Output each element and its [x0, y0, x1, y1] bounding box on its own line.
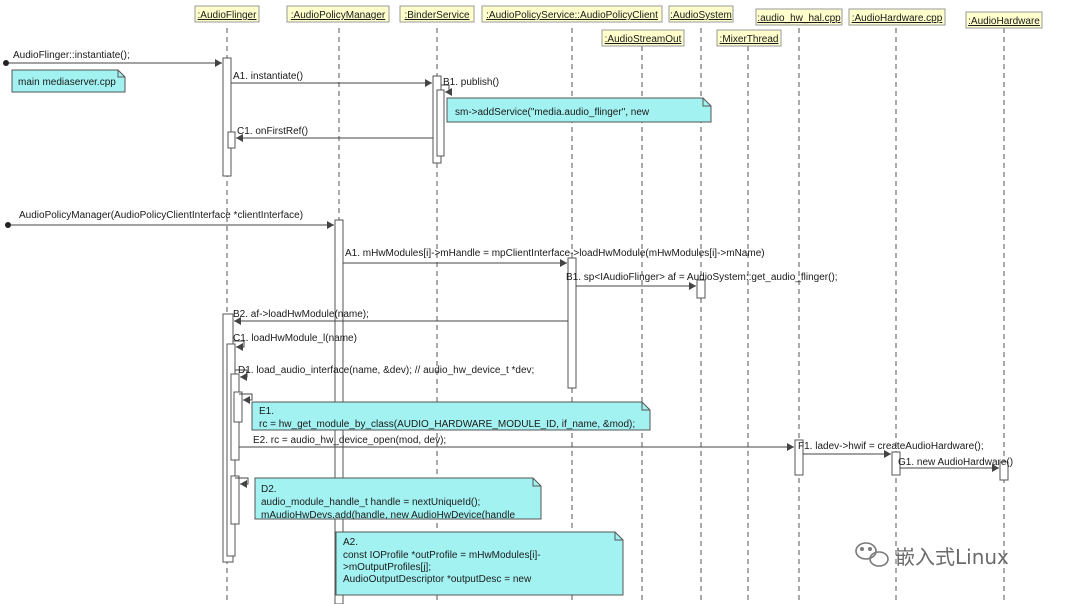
- activation-audiohardware-1: [999, 461, 1009, 481]
- participant-audiostreamout[interactable]: :AudioStreamOut: [601, 29, 685, 47]
- wechat-icon: [855, 542, 889, 567]
- svg-text:main mediaserver.cpp: main mediaserver.cpp: [18, 77, 116, 88]
- activation-binderservice-2: [436, 89, 445, 157]
- message-arrow-d2-next-unique-id: [235, 477, 249, 488]
- svg-text::AudioFlinger: :AudioFlinger: [198, 10, 258, 21]
- found-message-dot-1: [3, 60, 9, 66]
- message-labels: AudioFlinger::instantiate(); A1. instant…: [13, 50, 1013, 468]
- participant-audiopolicyclient[interactable]: :AudioPolicyService::AudioPolicyClient: [481, 5, 663, 23]
- svg-text:audio_module_handle_t handle =: audio_module_handle_t handle = nextUniqu…: [261, 497, 480, 508]
- svg-text::AudioHardware.cpp: :AudioHardware.cpp: [852, 13, 943, 24]
- svg-text::AudioPolicyService::AudioPoli: :AudioPolicyService::AudioPolicyClient: [486, 10, 658, 21]
- message-label-e2-device-open: E2. rc = audio_hw_device_open(mod, dev);: [253, 435, 446, 446]
- activation-bars: [222, 57, 1009, 604]
- activation-audio-hw-hal-1: [794, 439, 804, 476]
- svg-text:const IOProfile *outProfile =: const IOProfile *outProfile = mHwModules…: [343, 550, 541, 561]
- activation-audiosystem-1: [696, 279, 706, 299]
- svg-text:A2.: A2.: [343, 537, 358, 548]
- svg-text:>mOutputProfiles[j];: >mOutputProfiles[j];: [343, 562, 431, 573]
- activation-audiohardware-cpp-1: [891, 451, 901, 476]
- activation-audioflinger-1: [222, 57, 232, 177]
- message-label-instantiate-found: AudioFlinger::instantiate();: [13, 50, 130, 61]
- message-arrows: [7, 59, 999, 488]
- message-arrow-b1-publish: [441, 84, 452, 96]
- svg-text::AudioSystem: :AudioSystem: [670, 10, 732, 21]
- watermark-text: 嵌入式Linux: [895, 545, 1009, 569]
- participant-audioflinger[interactable]: :AudioFlinger: [194, 5, 260, 23]
- message-arrow-c1-loadhwmodule-l: [233, 340, 245, 351]
- participant-audiohardware[interactable]: :AudioHardware: [965, 11, 1043, 29]
- note-next-unique-id: D2. audio_module_handle_t handle = nextU…: [254, 477, 542, 521]
- message-label-g1-new: G1. new AudioHardware(): [898, 457, 1013, 468]
- note-hw-get-module: E1. rc = hw_get_module_by_class(AUDIO_HA…: [251, 401, 651, 431]
- activation-audioflinger-6: [233, 391, 243, 423]
- participant-binderservice[interactable]: :BinderService: [399, 5, 475, 23]
- message-label-f1-create: F1. ladev->hwif = createAudioHardware();: [798, 441, 984, 452]
- svg-text::MixerThread: :MixerThread: [720, 34, 779, 45]
- participant-audiopolicymanager[interactable]: :AudioPolicyManager: [286, 5, 390, 23]
- note-mediaserver: main mediaserver.cpp: [11, 69, 126, 93]
- message-label-a1-instantiate: A1. instantiate(): [233, 71, 303, 82]
- watermark: 嵌入式Linux: [855, 542, 1009, 569]
- notes: main mediaserver.cpp sm->addService("med…: [11, 69, 712, 596]
- message-label-b1-get-audio-flinger: B1. sp<IAudioFlinger> af = AudioSystem::…: [566, 272, 838, 283]
- svg-text:E1.: E1.: [259, 406, 274, 417]
- svg-text::AudioPolicyManager: :AudioPolicyManager: [291, 10, 386, 21]
- message-label-a1-loadhwmodule: A1. mHwModules[i]->mHandle = mpClientInt…: [345, 248, 765, 259]
- svg-text::AudioHardware: :AudioHardware: [968, 16, 1040, 27]
- message-arrow-d1-load-audio-interface: [235, 369, 248, 381]
- participant-audiohardware-cpp[interactable]: :AudioHardware.cpp: [848, 8, 946, 26]
- participant-audiosystem[interactable]: :AudioSystem: [668, 5, 734, 23]
- svg-text:AudioOutputDescriptor *outputD: AudioOutputDescriptor *outputDesc = new: [343, 574, 532, 585]
- svg-text:D2.: D2.: [261, 484, 277, 495]
- svg-text:sm->addService("media.audio_fl: sm->addService("media.audio_flinger", ne…: [455, 107, 650, 118]
- svg-text::AudioStreamOut: :AudioStreamOut: [605, 34, 682, 45]
- participant-mixerthread[interactable]: :MixerThread: [716, 29, 782, 47]
- note-output-profile: A2. const IOProfile *outProfile = mHwMod…: [335, 531, 624, 596]
- participant-headers: :AudioFlinger :AudioPolicyManager :Binde…: [194, 5, 1043, 47]
- message-label-c1-loadhwmodule-l: C1. loadHwModule_l(name): [233, 333, 357, 344]
- activation-audiopolicyclient-1: [567, 257, 577, 389]
- participant-audio-hw-hal[interactable]: :audio_hw_hal.cpp: [755, 8, 843, 26]
- svg-text::audio_hw_hal.cpp: :audio_hw_hal.cpp: [757, 13, 841, 24]
- activation-audioflinger-2: [227, 131, 236, 149]
- message-label-c1-onfirstref: C1. onFirstRef(): [237, 126, 308, 137]
- message-label-d1-load-audio-interface: D1. load_audio_interface(name, &dev); //…: [238, 365, 534, 376]
- message-label-b1-publish: B1. publish(): [443, 77, 499, 88]
- svg-text:rc = hw_get_module_by_class(AU: rc = hw_get_module_by_class(AUDIO_HARDWA…: [259, 419, 635, 430]
- svg-text::BinderService: :BinderService: [404, 10, 469, 21]
- note-add-service: sm->addService("media.audio_flinger", ne…: [446, 97, 712, 123]
- message-arrow-e1-hw-get-module: [239, 393, 253, 404]
- message-label-b2-loadhwmodule: B2. af->loadHwModule(name);: [233, 309, 369, 320]
- svg-text:mAudioHwDevs.add(handle, new A: mAudioHwDevs.add(handle, new AudioHwDevi…: [261, 510, 515, 521]
- message-label-apm-ctor-found: AudioPolicyManager(AudioPolicyClientInte…: [19, 210, 303, 221]
- activation-audioflinger-7: [230, 475, 240, 525]
- found-message-dot-2: [5, 222, 11, 228]
